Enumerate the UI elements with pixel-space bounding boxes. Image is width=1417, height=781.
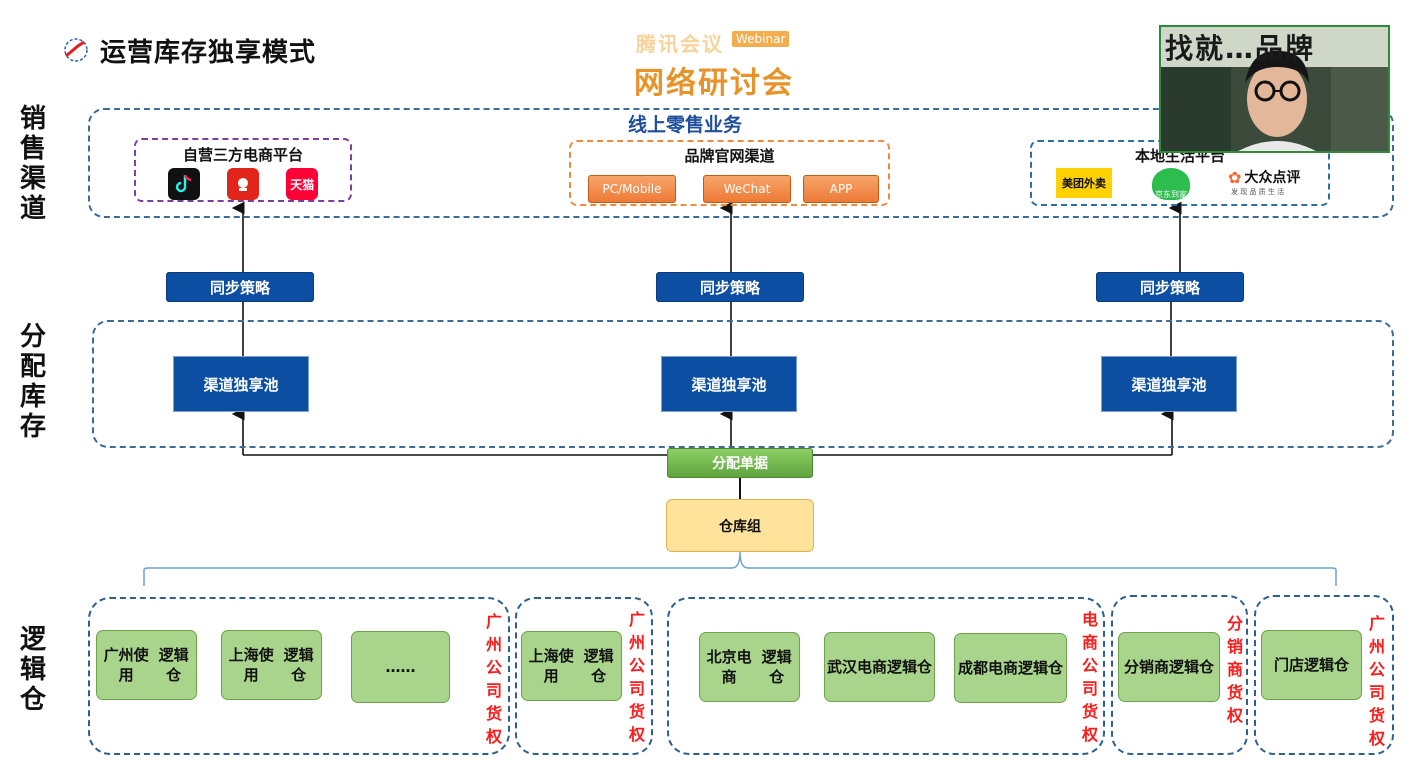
- online-retail-title: 线上零售业务: [628, 114, 743, 136]
- sales-channel-container: [88, 108, 1394, 218]
- dianping-logo: ✿ 大众点评 发 现 品 质 生 活: [1228, 167, 1318, 197]
- third-party-title: 自营三方电商平台: [182, 146, 303, 164]
- row-label-allocate-text: 分配库存: [19, 322, 46, 442]
- jd-daojia-label: 京东到家: [1155, 190, 1187, 199]
- dianping-subtitle: 发 现 品 质 生 活: [1231, 188, 1285, 196]
- logic-group-1: [88, 597, 510, 755]
- pc-mobile-button[interactable]: PC/Mobile: [588, 175, 676, 203]
- webinar-watermark: 腾讯会议 Webinar 网络研讨会: [632, 28, 802, 101]
- jd-icon: [226, 168, 259, 200]
- channel-pool-2[interactable]: 渠道独享池: [661, 356, 797, 412]
- logic-warehouse[interactable]: 上海使用逻辑仓: [521, 631, 622, 701]
- logic-group-4: [1111, 595, 1248, 755]
- sync-strategy-2[interactable]: 同步策略: [656, 272, 804, 302]
- video-background-text: 找就…品牌: [1165, 32, 1316, 65]
- dianping-label: 大众点评: [1244, 170, 1301, 186]
- tmall-icon: 天猫: [286, 168, 319, 200]
- allocate-inventory-container: [92, 320, 1394, 448]
- brand-channel-title: 品牌官网渠道: [684, 147, 775, 165]
- ownership-label: 广州公司货权: [628, 610, 645, 744]
- logic-group-2: [515, 597, 653, 755]
- sync-strategy-1[interactable]: 同步策略: [166, 272, 314, 302]
- watermark-top-text: 腾讯会议: [636, 32, 724, 56]
- brand-channel-box: 品牌官网渠道 PC/Mobile WeChat APP: [569, 140, 890, 206]
- row-label-allocate: 分配库存: [18, 322, 48, 442]
- watermark-badge: Webinar: [732, 31, 790, 47]
- logic-warehouse[interactable]: 上海使用逻辑仓: [221, 630, 322, 700]
- logic-warehouse[interactable]: 分销商逻辑仓: [1118, 632, 1220, 702]
- channel-pool-1[interactable]: 渠道独享池: [173, 356, 309, 412]
- logic-warehouse[interactable]: 成都电商逻辑仓: [954, 633, 1067, 703]
- row-label-sales-text: 销售渠道: [19, 104, 46, 224]
- logic-warehouse[interactable]: 门店逻辑仓: [1261, 630, 1362, 700]
- watermark-main-text: 网络研讨会: [634, 66, 794, 101]
- logic-group-5: [1254, 595, 1394, 755]
- sync-strategy-3[interactable]: 同步策略: [1096, 272, 1244, 302]
- allocate-document[interactable]: 分配单据: [667, 448, 813, 478]
- logic-warehouse[interactable]: 广州使用逻辑仓: [96, 630, 197, 700]
- meituan-label: 美团外卖: [1062, 177, 1106, 190]
- third-party-platform-box: 自营三方电商平台 天猫: [134, 138, 352, 202]
- app-button[interactable]: APP: [803, 175, 879, 203]
- channel-pool-3[interactable]: 渠道独享池: [1101, 356, 1237, 412]
- meituan-icon: 美团外卖: [1056, 168, 1112, 198]
- wechat-button[interactable]: WeChat: [703, 175, 791, 203]
- page-title: 运营库存独享模式: [100, 38, 317, 68]
- ownership-label: 电商公司货权: [1081, 610, 1098, 744]
- douyin-icon: [167, 168, 200, 200]
- row-label-logic: 逻辑仓: [18, 625, 48, 715]
- logic-warehouse[interactable]: 武汉电商逻辑仓: [824, 632, 935, 702]
- row-label-logic-text: 逻辑仓: [19, 625, 46, 715]
- row-label-sales: 销售渠道: [18, 104, 48, 224]
- ownership-label: 广州公司货权: [1368, 614, 1385, 748]
- ownership-label: 广州公司货权: [485, 612, 502, 746]
- dianping-icon: ✿: [1228, 167, 1242, 187]
- logic-warehouse[interactable]: 北京电商逻辑仓: [699, 632, 800, 702]
- logic-group-3: [667, 597, 1105, 755]
- jd-daojia-icon: 京东到家: [1152, 168, 1190, 200]
- ownership-label: 分销商货权: [1226, 614, 1243, 725]
- logic-warehouse-more[interactable]: ……: [351, 631, 450, 703]
- speaker-video: 找就…品牌: [1159, 25, 1390, 153]
- logo-icon: [62, 36, 90, 64]
- warehouse-group[interactable]: 仓库组: [666, 499, 814, 552]
